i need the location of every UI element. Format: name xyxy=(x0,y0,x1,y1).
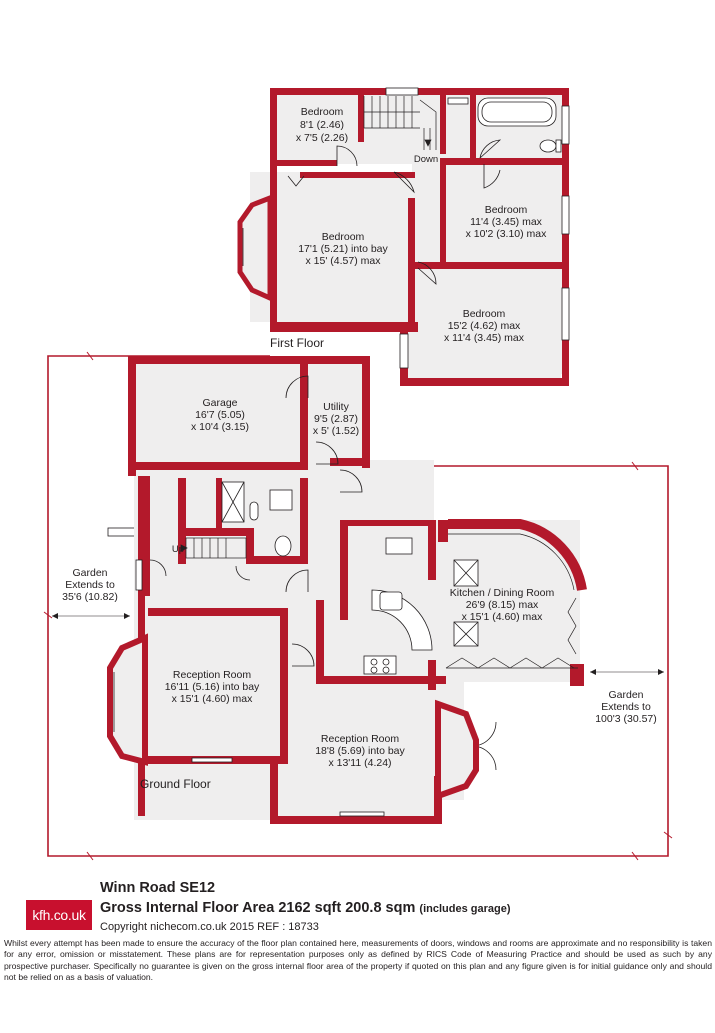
svg-text:Reception Room: Reception Room xyxy=(321,733,399,745)
stairs-up-label: Up xyxy=(172,544,184,555)
svg-text:Reception Room: Reception Room xyxy=(173,669,251,681)
room-garage: Garage 16'7 (5.05) x 10'4 (3.15) xyxy=(191,397,249,433)
ground-floor-stairs xyxy=(180,537,247,559)
svg-text:26'9 (8.15) max: 26'9 (8.15) max xyxy=(466,599,539,611)
room-bedroom-bay: Bedroom 17'1 (5.21) into bay x 15' (4.57… xyxy=(298,231,388,267)
svg-text:9'5 (2.87): 9'5 (2.87) xyxy=(314,413,358,425)
plot-boundary xyxy=(47,355,669,857)
svg-text:x 15'1 (4.60) max: x 15'1 (4.60) max xyxy=(462,611,544,623)
first-floor-label: First Floor xyxy=(270,336,324,350)
svg-text:x 13'11 (4.24): x 13'11 (4.24) xyxy=(328,757,391,769)
svg-text:17'1 (5.21) into bay: 17'1 (5.21) into bay xyxy=(298,243,388,255)
svg-text:Garage: Garage xyxy=(202,397,237,409)
kitchen-fittings xyxy=(221,481,479,675)
svg-text:11'4 (3.45) max: 11'4 (3.45) max xyxy=(470,216,543,228)
first-floor-doors xyxy=(287,139,502,285)
svg-text:Bedroom: Bedroom xyxy=(301,106,344,118)
svg-text:16'11 (5.16) into bay: 16'11 (5.16) into bay xyxy=(165,681,260,693)
svg-text:x 15' (4.57) max: x 15' (4.57) max xyxy=(306,255,382,267)
ground-floor-label: Ground Floor xyxy=(140,777,211,791)
gia-note: (includes garage) xyxy=(419,903,511,915)
property-address: Winn Road SE12 xyxy=(100,880,216,896)
svg-text:x 7'5 (2.26): x 7'5 (2.26) xyxy=(296,132,348,144)
radiators xyxy=(135,559,385,817)
svg-text:8'1 (2.46): 8'1 (2.46) xyxy=(300,119,344,131)
floor-plan: Bedroom 8'1 (2.46) x 7'5 (2.26) Bedroom … xyxy=(43,87,673,861)
svg-text:Extends to: Extends to xyxy=(65,579,115,591)
svg-text:18'8 (5.69) into bay: 18'8 (5.69) into bay xyxy=(315,745,405,757)
svg-text:Bedroom: Bedroom xyxy=(322,231,365,243)
bathroom-fixtures xyxy=(447,97,562,153)
svg-text:Bedroom: Bedroom xyxy=(463,308,506,320)
svg-text:Bedroom: Bedroom xyxy=(485,204,528,216)
svg-text:100'3 (30.57): 100'3 (30.57) xyxy=(595,713,657,725)
svg-text:x 15'1 (4.60) max: x 15'1 (4.60) max xyxy=(172,693,254,705)
ground-floor-bays xyxy=(107,633,479,801)
svg-text:Extends to: Extends to xyxy=(601,701,651,713)
room-bedroom-right: Bedroom 11'4 (3.45) max x 10'2 (3.10) ma… xyxy=(466,204,548,240)
room-bedroom-lower: Bedroom 15'2 (4.62) max x 11'4 (3.45) ma… xyxy=(444,308,525,344)
svg-text:x 10'2 (3.10) max: x 10'2 (3.10) max xyxy=(466,228,548,240)
gross-internal-area: Gross Internal Floor Area 2162 sqft 200.… xyxy=(100,900,510,916)
first-floor-bay xyxy=(237,194,273,302)
room-reception-left: Reception Room 16'11 (5.16) into bay x 1… xyxy=(165,669,260,705)
room-bedroom-small: Bedroom 8'1 (2.46) x 7'5 (2.26) xyxy=(296,106,348,144)
garden-right-note: Garden Extends to 100'3 (30.57) xyxy=(590,669,664,725)
stairs-down-label: Down xyxy=(414,154,438,165)
kfh-logo: kfh.co.uk xyxy=(26,900,92,930)
svg-text:15'2 (4.62) max: 15'2 (4.62) max xyxy=(448,320,521,332)
garden-left-note: Garden Extends to 35'6 (10.82) xyxy=(52,567,130,619)
copyright: Copyright nichecom.co.uk 2015 REF : 1873… xyxy=(100,921,319,933)
first-floor-stairs xyxy=(363,96,437,150)
svg-text:Utility: Utility xyxy=(323,401,349,413)
room-utility: Utility 9'5 (2.87) x 5' (1.52) xyxy=(313,401,359,437)
svg-text:Garden: Garden xyxy=(608,689,643,701)
svg-text:35'6 (10.82): 35'6 (10.82) xyxy=(62,591,118,603)
svg-text:Kitchen / Dining Room: Kitchen / Dining Room xyxy=(450,587,555,599)
first-floor-floors xyxy=(250,94,563,380)
room-kitchen-dining: Kitchen / Dining Room 26'9 (8.15) max x … xyxy=(450,587,555,623)
svg-text:x 10'4 (3.15): x 10'4 (3.15) xyxy=(191,421,249,433)
svg-text:Garden: Garden xyxy=(72,567,107,579)
kitchen-curve xyxy=(445,519,587,669)
boundary-ticks xyxy=(43,351,673,861)
svg-text:16'7 (5.05): 16'7 (5.05) xyxy=(195,409,245,421)
svg-text:x 11'4 (3.45) max: x 11'4 (3.45) max xyxy=(444,332,525,344)
disclaimer: Whilst every attempt has been made to en… xyxy=(4,938,712,983)
svg-text:x 5' (1.52): x 5' (1.52) xyxy=(313,425,359,437)
room-reception-right: Reception Room 18'8 (5.69) into bay x 13… xyxy=(315,733,405,769)
gia-value: Gross Internal Floor Area 2162 sqft 200.… xyxy=(100,900,416,916)
ground-floor-doors xyxy=(149,375,497,771)
